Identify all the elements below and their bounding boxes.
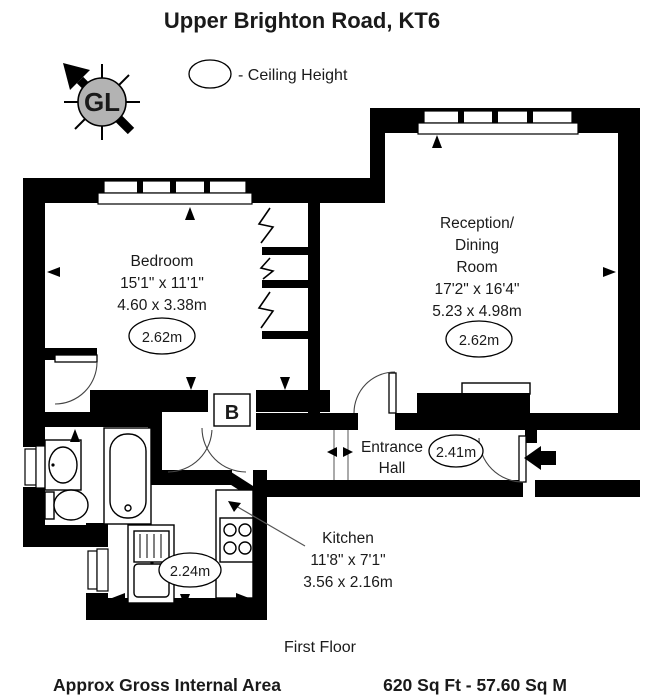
floor-label: First Floor xyxy=(284,639,357,656)
bedroom-dims-imperial: 15'1" x 11'1" xyxy=(120,275,204,292)
bathtub xyxy=(103,427,152,525)
area-value: 620 Sq Ft - 57.60 Sq M xyxy=(383,675,567,695)
kitchen-dims-imperial: 11'8" x 7'1" xyxy=(310,552,385,569)
compass-icon: GL xyxy=(63,63,140,140)
toilet xyxy=(44,489,89,521)
ceiling-height-badge-reception xyxy=(445,320,513,358)
room-label-reception-3: Room xyxy=(456,259,497,276)
area-label: Approx Gross Internal Area xyxy=(53,675,281,695)
boiler-badge: B xyxy=(208,390,256,430)
kitchen-dims-metric: 3.56 x 2.16m xyxy=(303,574,393,591)
footer: First Floor Approx Gross Internal Area 6… xyxy=(53,639,567,695)
reception-ceiling-height: 2.62m xyxy=(459,333,499,349)
door-bathroom xyxy=(167,427,213,473)
page-title: Upper Brighton Road, KT6 xyxy=(164,8,440,33)
ceiling-height-legend-icon xyxy=(188,59,232,89)
front-door xyxy=(478,435,527,483)
door-bedroom xyxy=(54,354,98,405)
room-label-entrance-1: Entrance xyxy=(361,439,423,456)
fireplace xyxy=(417,382,531,413)
room-label-bedroom: Bedroom xyxy=(131,253,194,270)
window-bedroom xyxy=(97,180,253,205)
door-lobby xyxy=(201,427,247,473)
bathroom-sink xyxy=(44,439,82,491)
kitchen-leader-line xyxy=(228,501,306,547)
room-label-reception-2: Dining xyxy=(455,237,499,254)
door-reception xyxy=(353,371,397,414)
ceiling-height-legend: - Ceiling Height xyxy=(188,59,348,89)
room-label-entrance-2: Hall xyxy=(379,460,406,477)
ceiling-height-badge-bedroom xyxy=(128,317,196,355)
boiler-label: B xyxy=(225,402,239,424)
room-label-kitchen: Kitchen xyxy=(322,530,374,547)
window-reception xyxy=(417,110,579,135)
dimension-ticks xyxy=(47,135,616,607)
room-labels: Bedroom 15'1" x 11'1" 4.60 x 3.38m 2.62m… xyxy=(117,215,522,591)
entrance-ceiling-height: 2.41m xyxy=(436,445,476,461)
kitchen-ceiling-height: 2.24m xyxy=(170,564,210,580)
compass-monogram: GL xyxy=(84,87,120,117)
ceiling-height-badge-kitchen xyxy=(158,552,222,588)
ceiling-height-badge-entrance xyxy=(428,434,484,468)
room-label-reception-1: Reception/ xyxy=(440,215,515,232)
ceiling-height-legend-label: - Ceiling Height xyxy=(238,67,348,84)
window-kitchen xyxy=(87,548,109,592)
reception-dims-metric: 5.23 x 4.98m xyxy=(432,303,522,320)
wardrobe-doors xyxy=(257,207,275,329)
entry-arrow-icon xyxy=(524,446,556,470)
bedroom-ceiling-height: 2.62m xyxy=(142,330,182,346)
reception-dims-imperial: 17'2" x 16'4" xyxy=(434,281,519,298)
bedroom-dims-metric: 4.60 x 3.38m xyxy=(117,297,207,314)
